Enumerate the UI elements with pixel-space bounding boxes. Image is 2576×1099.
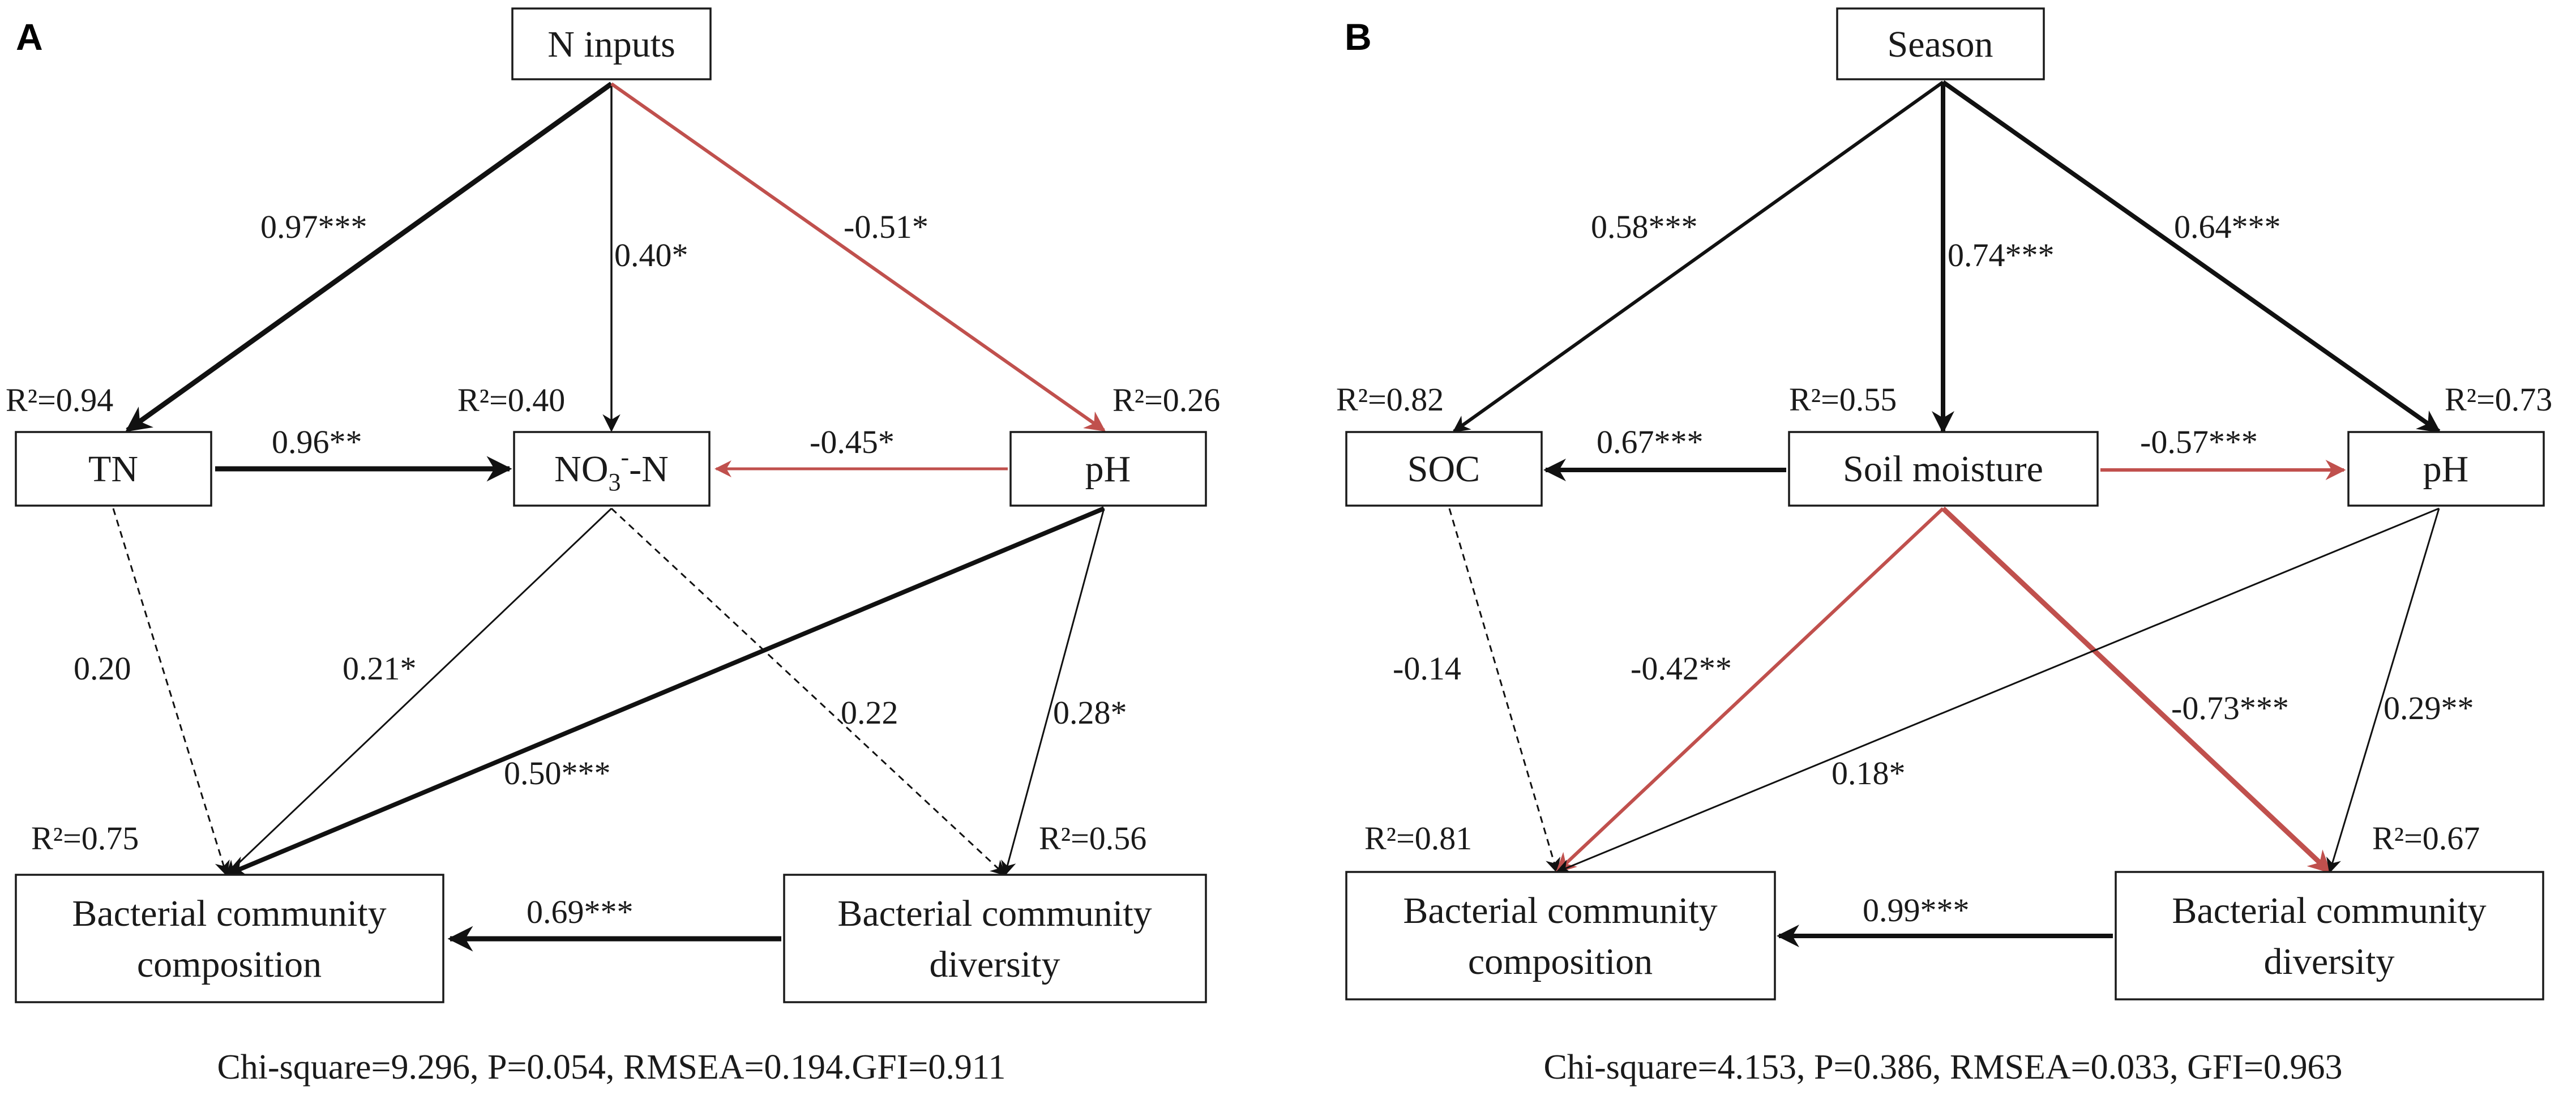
- coef-diversity-composition-b: 0.99***: [1863, 892, 1970, 929]
- path-season-to-ph: [1941, 80, 2441, 434]
- path-moisture-to-diversity: [1941, 506, 2332, 874]
- node-season-label: Season: [1888, 24, 1993, 65]
- node-diversity-line2: diversity: [930, 944, 1060, 985]
- node-ph-b: pH: [2347, 431, 2545, 507]
- coef-moisture-ph: -0.57***: [2140, 424, 2258, 460]
- coef-n-inputs-no3: 0.40*: [614, 237, 688, 273]
- panel-a: A N inputs TN NO3--N: [6, 7, 1220, 1087]
- node-tn-label: TN: [88, 448, 138, 490]
- node-no3-n-label: NO3--N: [554, 443, 669, 496]
- coef-no3-diversity: 0.22: [841, 694, 898, 731]
- path-moisture-to-composition: [1555, 507, 1945, 874]
- coef-n-inputs-ph: -0.51*: [844, 208, 928, 245]
- node-soc-label: SOC: [1407, 448, 1480, 490]
- r2-tn: R²=0.94: [6, 382, 113, 418]
- path-season-to-soc: [1452, 80, 1944, 433]
- path-n-inputs-to-ph: [610, 82, 1106, 432]
- panel-a-letter: A: [16, 16, 43, 58]
- node-ph-b-label: pH: [2423, 448, 2469, 490]
- coef-ph-composition-b: 0.18*: [1832, 755, 1906, 792]
- coef-tn-composition: 0.20: [74, 650, 131, 687]
- path-ph-to-composition-b: [1555, 507, 2440, 874]
- path-tn-to-composition: [112, 508, 230, 876]
- r2-composition-b: R²=0.81: [1364, 820, 1472, 857]
- node-composition-b-line1: Bacterial community: [1403, 890, 1717, 931]
- node-diversity: Bacterial community diversity: [783, 874, 1207, 1003]
- coef-no3-composition: 0.21*: [343, 650, 417, 687]
- path-n-inputs-to-tn: [125, 82, 613, 433]
- node-no3-n: NO3--N: [513, 431, 711, 507]
- node-diversity-line1: Bacterial community: [837, 893, 1152, 934]
- path-no3-to-diversity: [610, 507, 1006, 876]
- coef-season-moisture: 0.74***: [1948, 237, 2055, 273]
- coef-moisture-soc: 0.67***: [1597, 424, 1704, 460]
- coef-moisture-diversity: -0.73***: [2171, 690, 2289, 726]
- node-season: Season: [1836, 7, 2045, 80]
- path-ph-to-diversity-b: [2326, 508, 2440, 874]
- coef-season-soc: 0.58***: [1591, 208, 1698, 245]
- coef-ph-diversity: 0.28*: [1053, 694, 1127, 731]
- panel-b-model-fit: Chi-square=4.153, P=0.386, RMSEA=0.033, …: [1544, 1048, 2343, 1087]
- r2-diversity-b: R²=0.67: [2372, 820, 2480, 857]
- coef-ph-composition: 0.50***: [504, 755, 611, 792]
- node-ph-label: pH: [1085, 448, 1131, 490]
- node-soil-moisture-label: Soil moisture: [1843, 448, 2043, 490]
- coef-ph-diversity-b: 0.29**: [2384, 690, 2474, 726]
- coef-n-inputs-tn: 0.97***: [260, 208, 367, 245]
- r2-diversity: R²=0.56: [1039, 820, 1146, 857]
- path-ph-to-composition: [224, 506, 1105, 878]
- r2-moisture: R²=0.55: [1789, 381, 1897, 418]
- coef-soc-composition: -0.14: [1393, 650, 1461, 687]
- node-n-inputs-label: N inputs: [547, 24, 675, 65]
- coef-diversity-composition: 0.69***: [527, 893, 634, 930]
- node-composition-b: Bacterial community composition: [1345, 871, 1776, 1000]
- node-diversity-b-line2: diversity: [2264, 941, 2395, 982]
- node-tn: TN: [15, 431, 212, 507]
- node-n-inputs: N inputs: [511, 7, 712, 80]
- r2-ph-b: R²=0.73: [2445, 381, 2552, 418]
- coef-moisture-composition: -0.42**: [1631, 650, 1732, 687]
- node-composition-line2: composition: [137, 944, 322, 985]
- r2-composition: R²=0.75: [31, 820, 139, 857]
- panel-a-paths: [112, 82, 1106, 952]
- node-diversity-b-line1: Bacterial community: [2172, 890, 2486, 931]
- coef-tn-no3: 0.96**: [272, 424, 362, 460]
- node-diversity-b: Bacterial community diversity: [2115, 871, 2544, 1000]
- path-ph-to-diversity: [1001, 508, 1105, 876]
- panel-b: B Season SOC Soil moisture: [1336, 7, 2552, 1087]
- node-soil-moisture: Soil moisture: [1788, 431, 2099, 507]
- panel-b-letter: B: [1345, 16, 1372, 58]
- node-composition: Bacterial community composition: [15, 874, 444, 1003]
- panel-b-paths: [1448, 80, 2441, 947]
- node-soc: SOC: [1345, 431, 1543, 507]
- panel-a-model-fit: Chi-square=9.296, P=0.054, RMSEA=0.194.G…: [217, 1048, 1005, 1087]
- r2-ph: R²=0.26: [1112, 382, 1220, 418]
- node-composition-b-line2: composition: [1468, 941, 1653, 982]
- node-composition-line1: Bacterial community: [72, 893, 386, 934]
- coef-season-ph: 0.64***: [2174, 208, 2281, 245]
- coef-ph-no3: -0.45*: [810, 424, 895, 460]
- node-ph: pH: [1009, 431, 1207, 507]
- path-soc-to-composition: [1448, 508, 1561, 874]
- r2-soc: R²=0.82: [1336, 381, 1444, 418]
- r2-no3: R²=0.40: [457, 382, 565, 418]
- path-no3-to-composition: [225, 507, 613, 876]
